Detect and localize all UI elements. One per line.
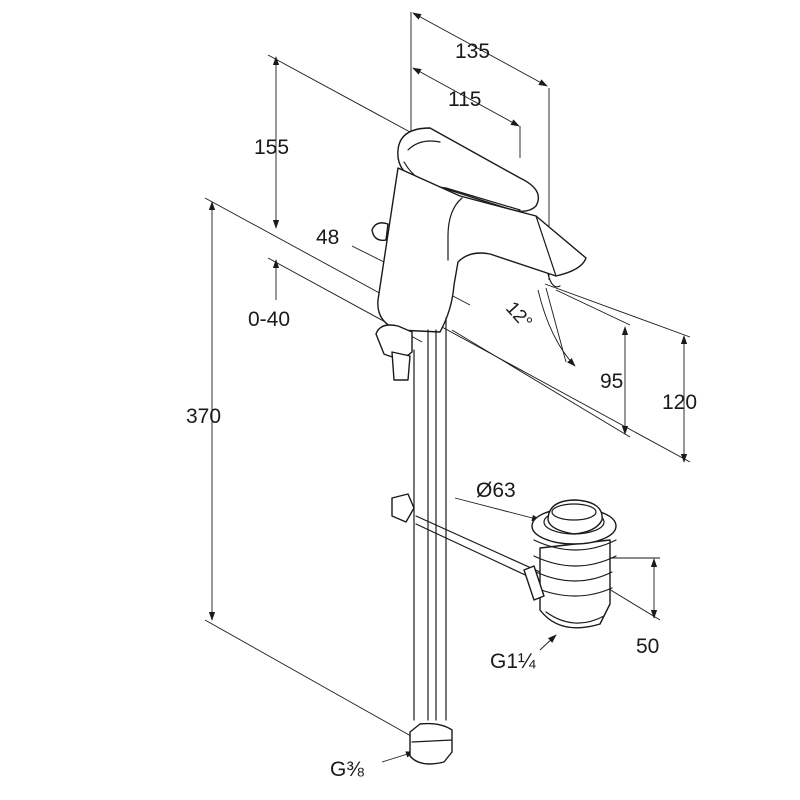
- dim-120-label: 120: [662, 391, 697, 414]
- dim-370-label: 370: [186, 405, 221, 428]
- supply-hose: [391, 317, 453, 765]
- dimension-lines: [204, 12, 691, 763]
- dim-diameter-63-label: Ø63: [476, 479, 516, 502]
- waste-valve: [523, 499, 617, 629]
- dim-48-label: 48: [316, 226, 339, 249]
- thread-waste-label: G1¼: [490, 650, 536, 673]
- faucet-body: [371, 127, 587, 381]
- dim-135-label: 135: [455, 40, 490, 63]
- dim-115-label: 115: [448, 88, 481, 111]
- dim-155-label: 155: [254, 136, 289, 159]
- dim-50-label: 50: [636, 635, 659, 658]
- thread-supply-label: G⅜: [330, 758, 364, 781]
- dim-95-label: 95: [600, 370, 623, 393]
- waste-rod: [415, 515, 541, 581]
- dim-angle-label: 12°: [501, 298, 536, 333]
- dim-0-40-label: 0-40: [248, 308, 290, 331]
